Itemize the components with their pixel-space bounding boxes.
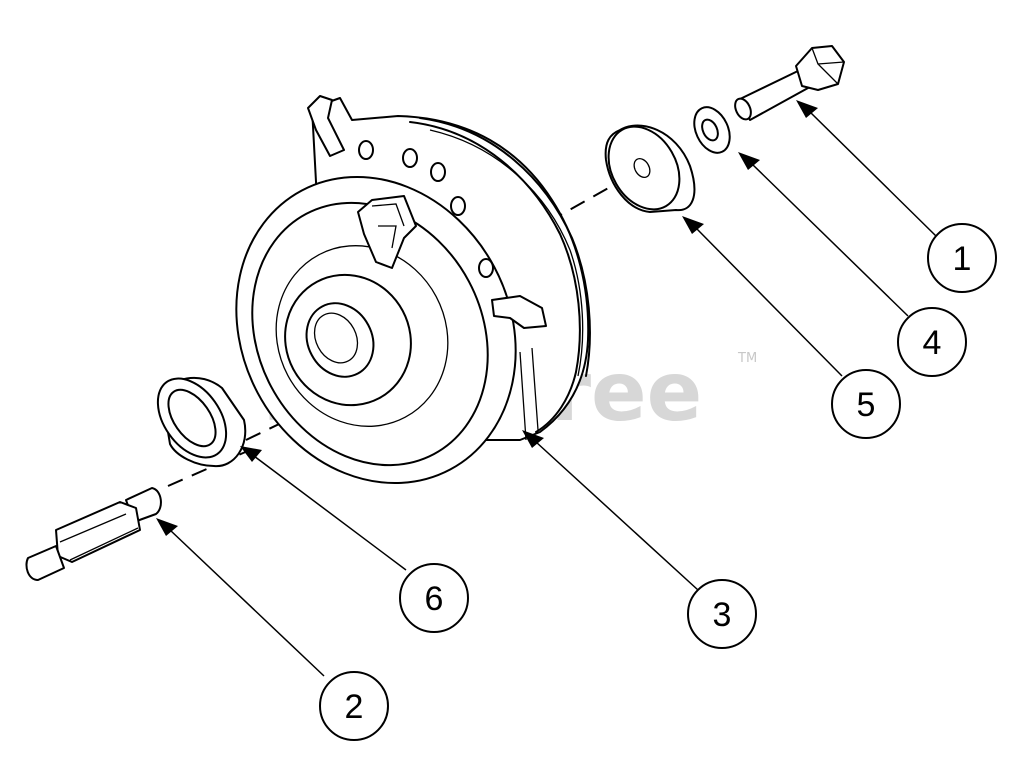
callout-3[interactable]: 3 [687,579,757,649]
callout-1[interactable]: 1 [927,223,997,293]
adapter[interactable] [25,487,162,581]
clutch[interactable] [184,95,591,532]
callout-3-label: 3 [713,596,732,634]
watermark-tm: TM [737,351,757,366]
lock-washer[interactable] [687,101,736,158]
leader-lines [156,100,937,677]
callout-1-label: 1 [953,240,972,278]
callout-2[interactable]: 2 [319,671,389,741]
callout-5[interactable]: 5 [831,369,901,439]
callout-6-label: 6 [425,580,444,618]
flat-washer[interactable] [594,114,696,222]
bolt[interactable] [732,45,845,122]
spacer[interactable] [144,366,247,470]
callout-2-label: 2 [345,688,364,726]
callout-4-label: 4 [923,324,942,362]
callout-4[interactable]: 4 [897,307,967,377]
callout-6[interactable]: 6 [399,563,469,633]
callout-5-label: 5 [857,386,876,424]
